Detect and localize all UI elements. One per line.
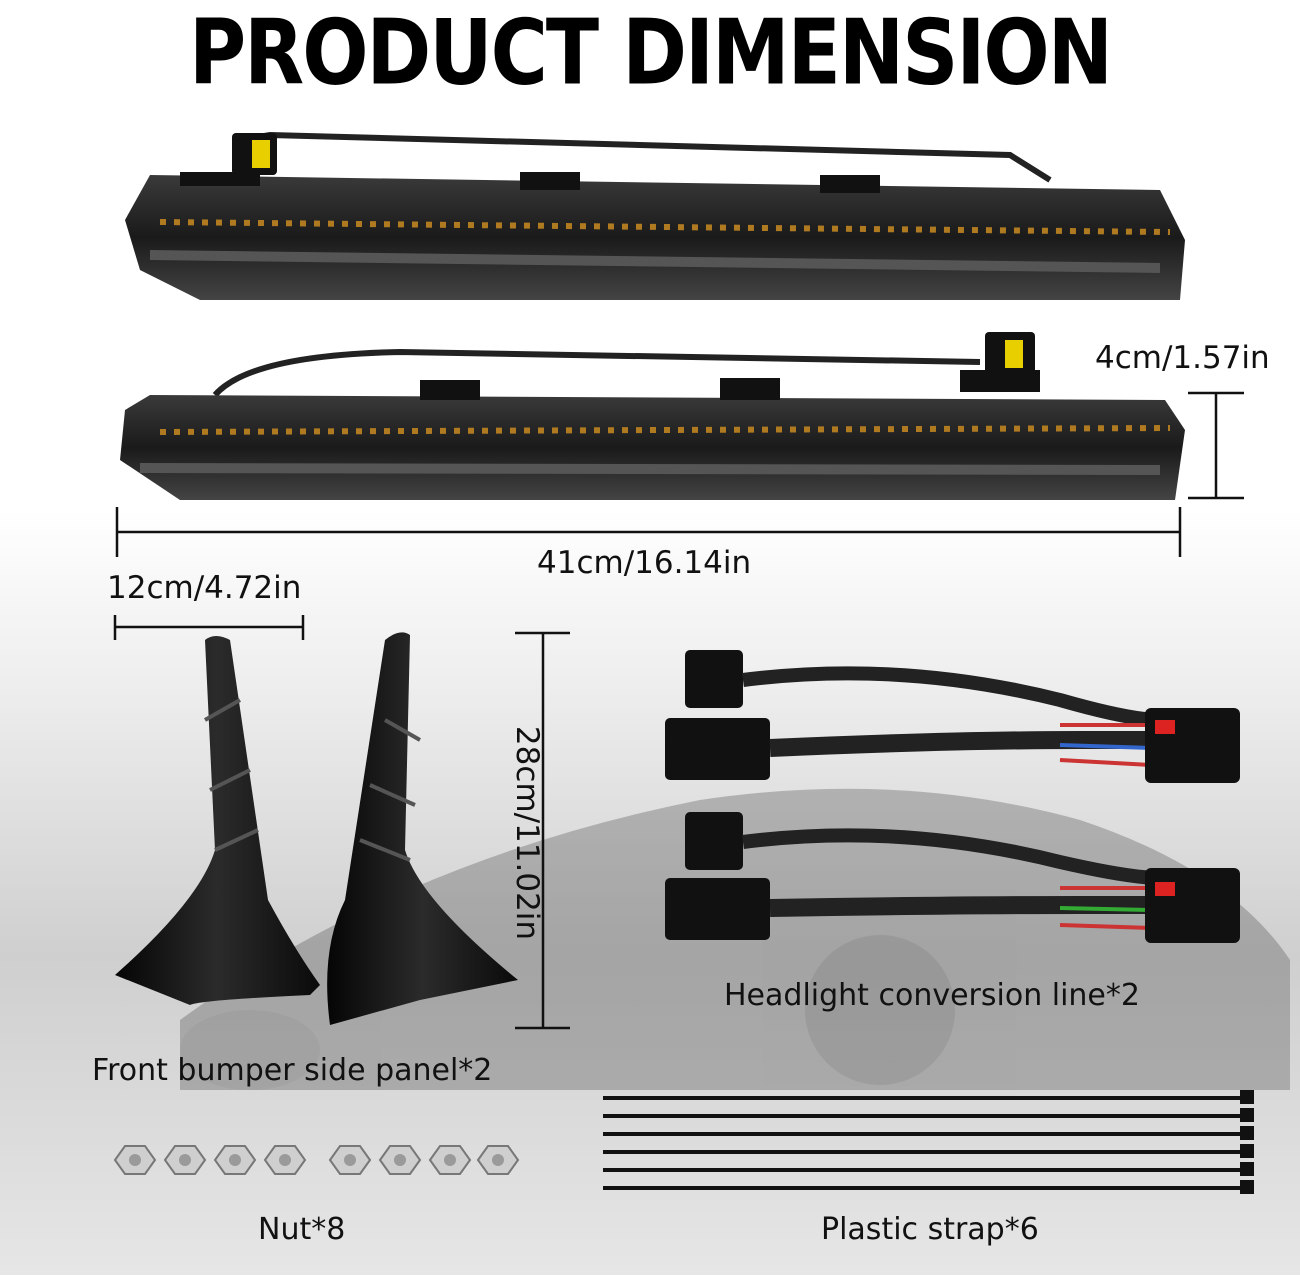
side-panel-label: Front bumper side panel*2 xyxy=(92,1053,493,1088)
led-lamp-bottom xyxy=(120,332,1185,500)
height-dimension-line xyxy=(1188,391,1244,500)
nuts xyxy=(113,1145,520,1175)
height-dimension-label: 4cm/1.57in xyxy=(1095,340,1270,376)
nut-label: Nut*8 xyxy=(258,1212,346,1247)
headlight-conversion-line-1 xyxy=(665,650,1240,783)
headlight-conversion-line-2 xyxy=(665,812,1240,943)
panel-height-dimension-line xyxy=(515,631,570,1030)
panel-width-dimension-line xyxy=(113,615,305,640)
conversion-line-label: Headlight conversion line*2 xyxy=(724,978,1140,1013)
length-dimension-line xyxy=(115,507,1182,557)
length-dimension-label: 41cm/16.14in xyxy=(537,545,752,581)
led-lamp-top xyxy=(125,131,1185,300)
plastic-straps xyxy=(603,1096,1245,1190)
side-panel-right xyxy=(327,632,518,1025)
strap-label: Plastic strap*6 xyxy=(821,1212,1039,1247)
panel-height-dimension-label: 28cm/11.02in xyxy=(509,725,546,941)
page-title: PRODUCT DIMENSION xyxy=(189,2,1113,106)
side-panel-left xyxy=(115,636,320,1005)
panel-width-dimension-label: 12cm/4.72in xyxy=(107,570,302,606)
